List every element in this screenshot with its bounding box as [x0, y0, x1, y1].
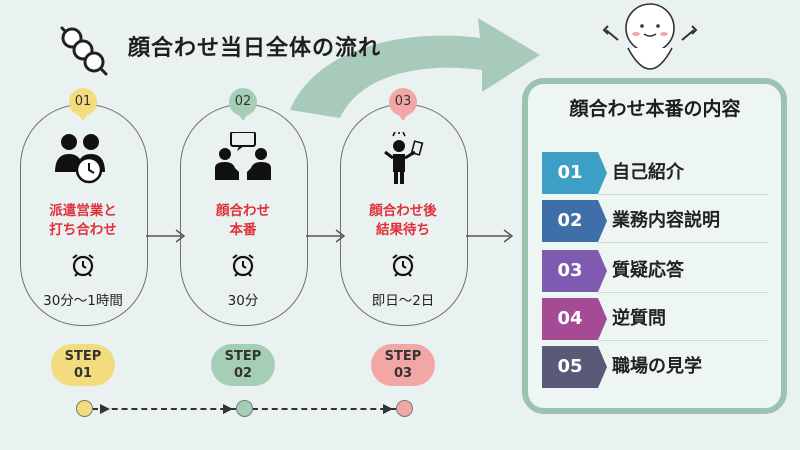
step-1-number-badge: 01 [69, 88, 97, 116]
item-1-number: 01 [542, 152, 598, 194]
step-3-pill: STEP 03 [371, 344, 435, 386]
step-label: STEP [64, 349, 102, 364]
timeline-dot-3 [396, 400, 413, 417]
alarm-clock-icon [232, 254, 254, 277]
step-2-title-line2: 本番 [229, 222, 257, 238]
connector-arrow-2 [306, 229, 346, 243]
step-2-duration: 30分 [227, 293, 259, 309]
step-2-pill: STEP 02 [211, 344, 275, 386]
step-2-title: 顔合わせ 本番 [180, 202, 306, 240]
item-4-label: 逆質問 [612, 308, 666, 329]
step-1-title: 派遣営業と 打ち合わせ [20, 202, 146, 240]
step-2-title-line1: 顔合わせ [216, 203, 270, 219]
timeline-line-1 [92, 408, 236, 410]
step-1-duration: 30分～1時間 [43, 293, 123, 309]
item-2-number: 02 [542, 200, 598, 242]
character-icon [602, 3, 698, 70]
step-number: 03 [393, 366, 413, 381]
step-label: STEP [384, 349, 422, 364]
step-1-title-line2: 打ち合わせ [49, 222, 117, 238]
badge-pointer [78, 114, 88, 121]
panel-title: 顔合わせ本番の内容 [569, 98, 741, 120]
item-divider [598, 292, 768, 293]
step-1-pill: STEP 01 [51, 344, 115, 386]
step-number: 01 [73, 366, 93, 381]
big-arrow-icon [290, 18, 540, 118]
step-1-title-line1: 派遣営業と [49, 203, 117, 219]
meeting-icon [215, 132, 271, 180]
item-5-label: 職場の見学 [612, 356, 702, 377]
person-phone-icon [384, 132, 424, 184]
timeline-dot-2 [236, 400, 253, 417]
connector-arrow-3 [466, 229, 514, 243]
timeline-arrowhead [223, 404, 233, 414]
step-3-title: 顔合わせ後 結果待ち [340, 202, 466, 240]
step-3-duration: 即日～2日 [371, 293, 435, 309]
page-title: 顔合わせ当日全体の流れ [128, 36, 382, 61]
item-2-label: 業務内容説明 [612, 210, 720, 231]
step-3-title-line1: 顔合わせ後 [369, 203, 437, 219]
content-panel [522, 78, 787, 414]
timeline-dot-1 [76, 400, 93, 417]
step-2-number-badge: 02 [229, 88, 257, 116]
timeline-arrowhead [383, 404, 393, 414]
timeline-arrowhead [100, 404, 110, 414]
alarm-clock-icon [392, 254, 414, 277]
timeline-line-2 [252, 408, 396, 410]
step-label: STEP [224, 349, 262, 364]
item-divider [598, 242, 768, 243]
alarm-clock-icon [72, 254, 94, 277]
item-5-number: 05 [542, 346, 598, 388]
badge-pointer [238, 114, 248, 121]
item-notch [598, 298, 607, 340]
item-notch [598, 250, 607, 292]
step-number: 02 [233, 366, 253, 381]
step-3-number-badge: 03 [389, 88, 417, 116]
item-4-number: 04 [542, 298, 598, 340]
item-notch [598, 346, 607, 388]
connector-arrow-1 [146, 229, 186, 243]
item-notch [598, 200, 607, 242]
two-people-clock-icon [55, 134, 105, 184]
badge-pointer [398, 114, 408, 121]
item-1-label: 自己紹介 [612, 162, 684, 183]
item-notch [598, 152, 607, 194]
step-3-title-line2: 結果待ち [376, 222, 430, 238]
item-3-number: 03 [542, 250, 598, 292]
item-3-label: 質疑応答 [612, 260, 684, 281]
item-divider [598, 340, 768, 341]
dango-icon [60, 26, 108, 76]
item-divider [598, 194, 768, 195]
